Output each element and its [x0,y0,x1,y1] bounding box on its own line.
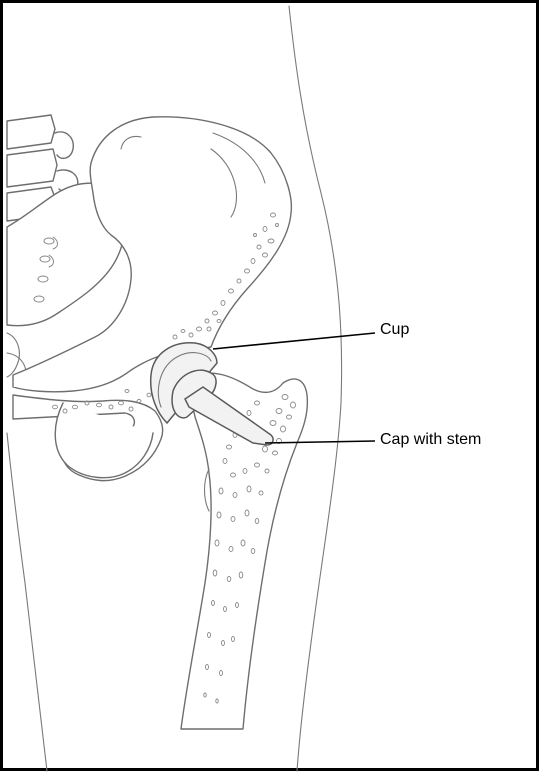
cap-with-stem-label: Cap with stem [380,431,481,449]
hip-replacement-illustration [3,3,539,774]
greater-trochanter [205,469,210,511]
body-outline-left [7,433,47,771]
cup-leader-line [213,333,375,349]
cup-label: Cup [380,321,409,339]
